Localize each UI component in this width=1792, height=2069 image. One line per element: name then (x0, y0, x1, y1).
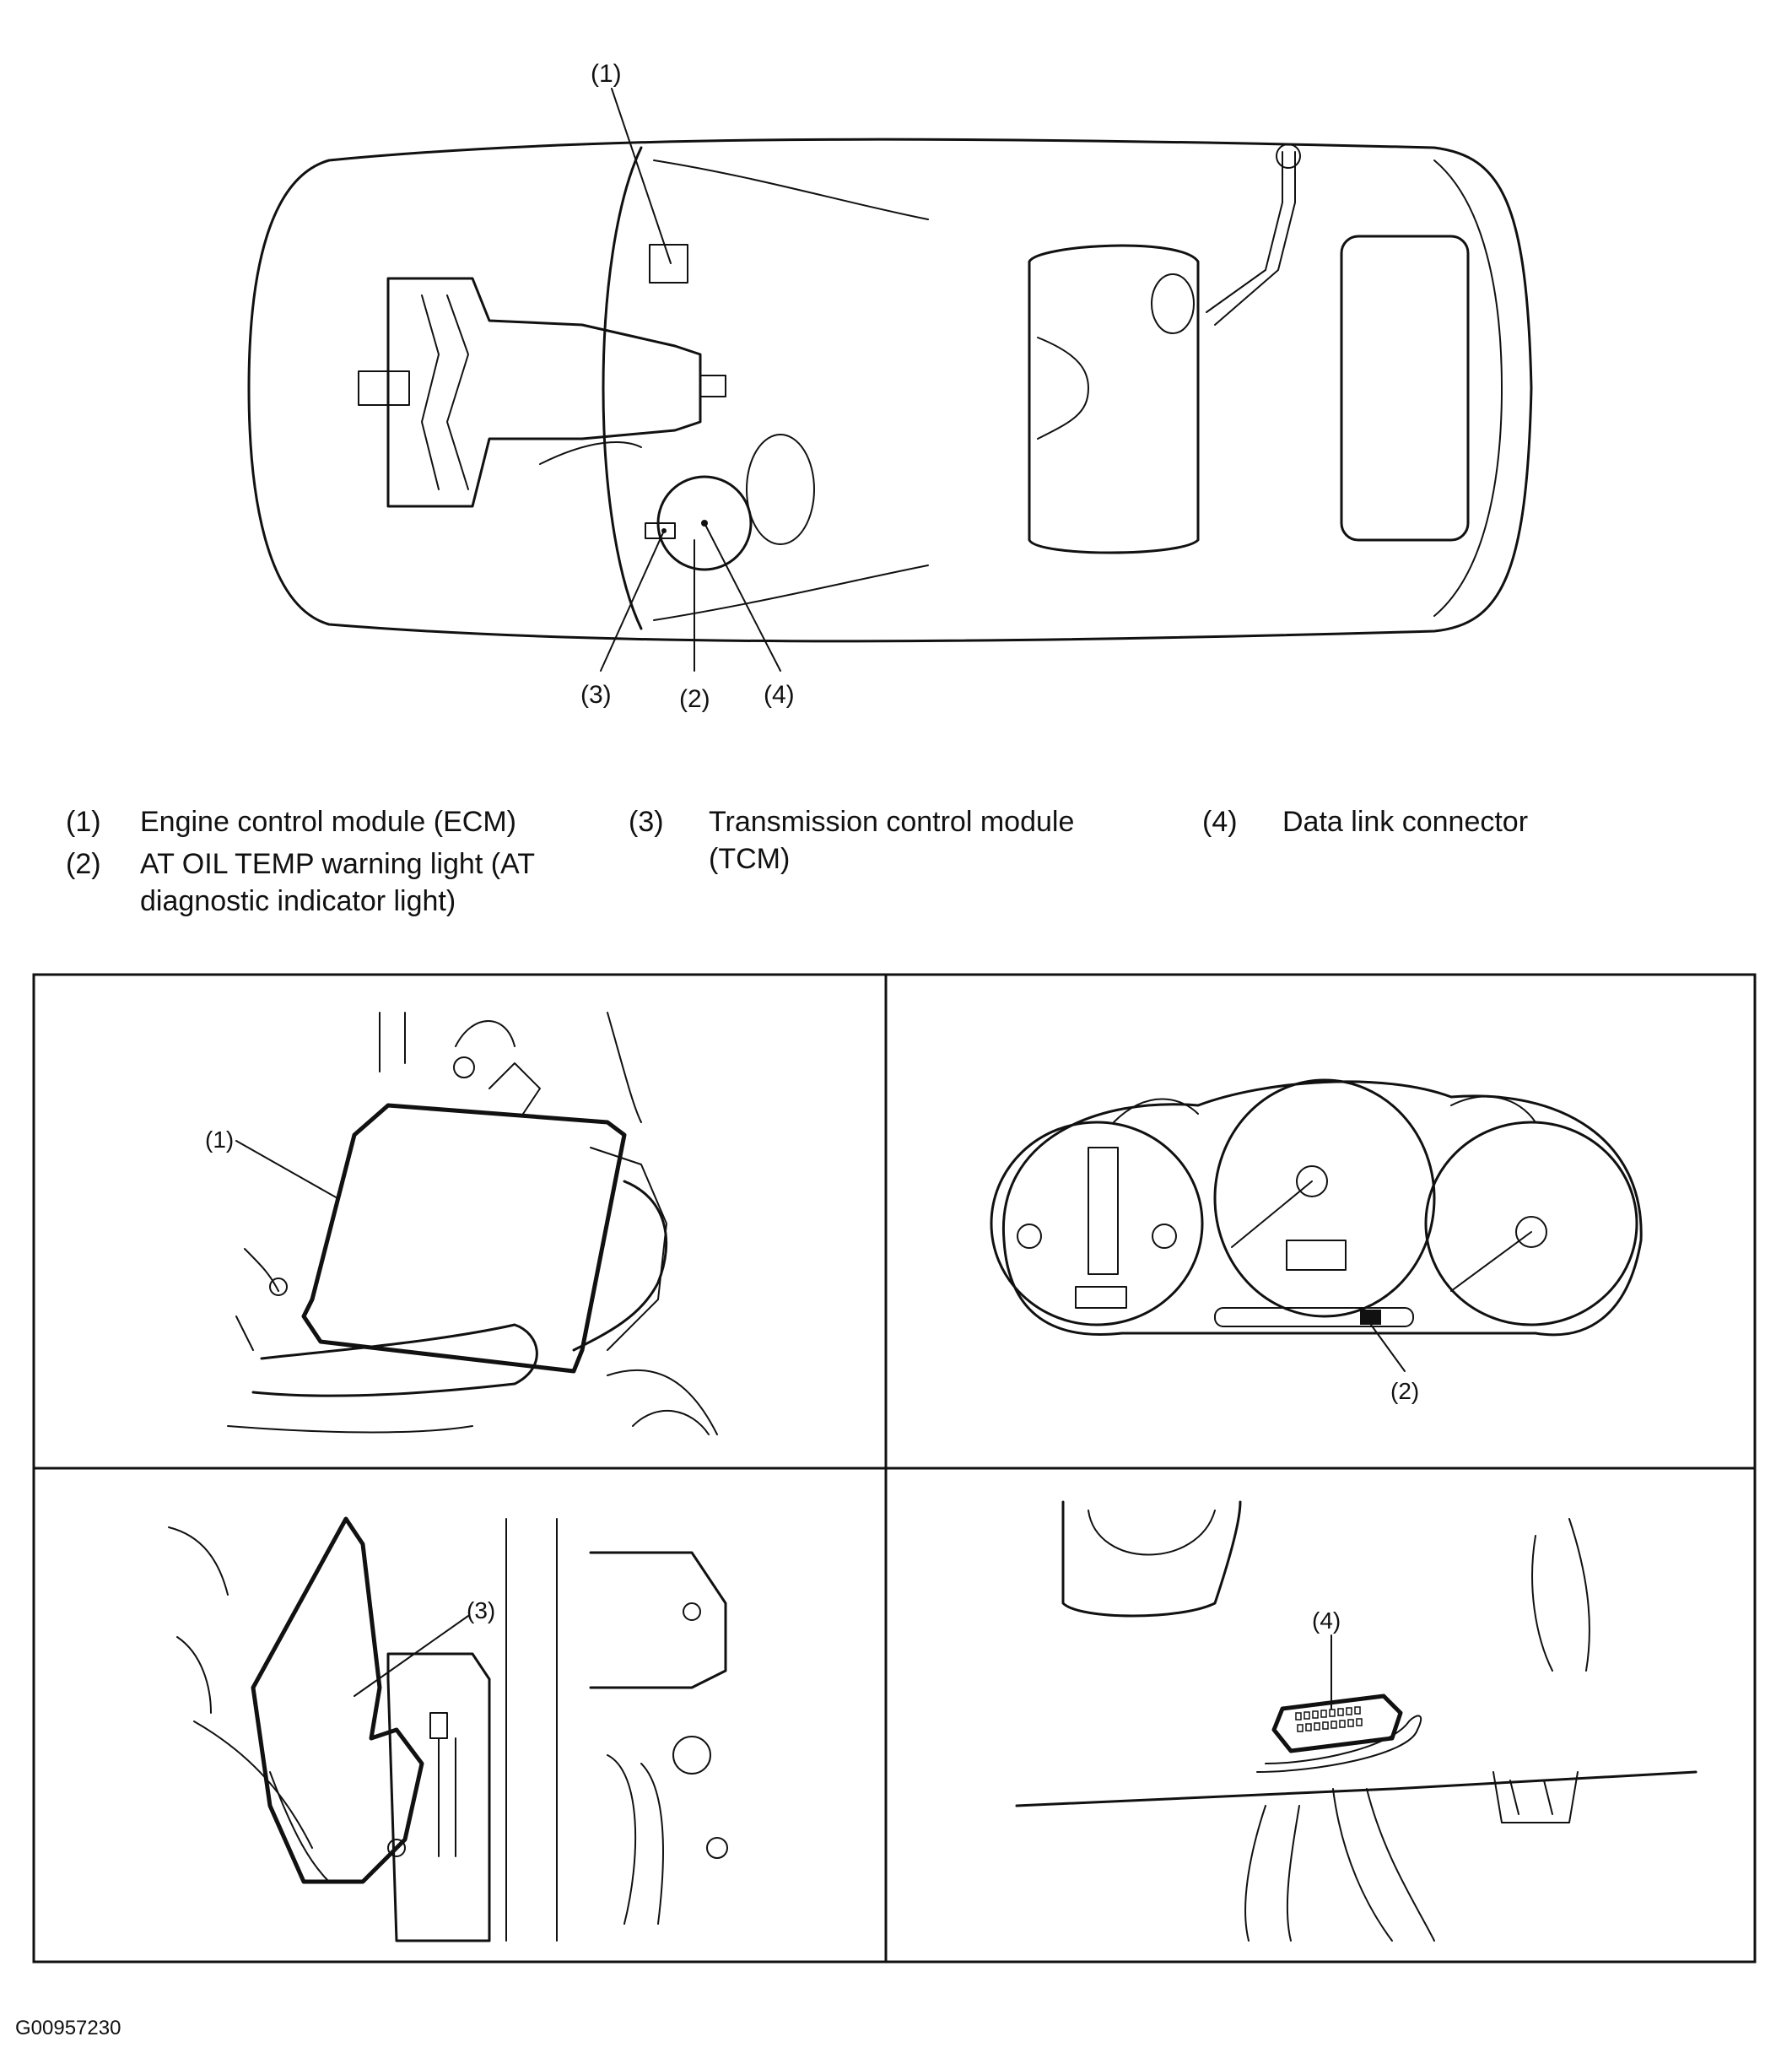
panel-instrument-cluster: (2) (990, 1078, 1643, 1404)
vehicle-top-view: (1) (3) (2) (4) (247, 60, 1533, 713)
legend-number: (1) (66, 806, 101, 838)
callout-3-tcm: (3) (467, 1597, 495, 1623)
at-oil-temp-warning-light (1360, 1310, 1381, 1325)
legend-text: (TCM) (709, 843, 791, 875)
legend-item-4: (4) Data link connector (1202, 803, 1708, 840)
legend-text: Data link connector (1282, 806, 1529, 838)
callout-2-cluster: (2) (1390, 1378, 1419, 1404)
legend-text: diagnostic indicator light) (140, 885, 456, 917)
tcm-unit (251, 1516, 424, 1884)
dlc-pins (1295, 1706, 1363, 1732)
leader-line-1 (611, 88, 672, 264)
callout-4: (4) (764, 681, 795, 709)
panel-tcm: (3) (168, 1516, 728, 1942)
legend-text: AT OIL TEMP warning light (AT (140, 848, 535, 880)
panel-data-link-connector: (4) (1015, 1500, 1698, 1942)
windshield-line (602, 146, 643, 630)
dash-underside (1015, 1770, 1698, 1807)
legend-item-2: (2) AT OIL TEMP warning light (AT (66, 845, 640, 883)
callout-2: (2) (679, 685, 710, 713)
callout-1-ecm: (1) (205, 1126, 234, 1153)
legend-item-2-cont: diagnostic indicator light) (66, 883, 640, 920)
fuel-tank-outline (1028, 244, 1200, 554)
callout-3: (3) (580, 681, 612, 709)
leader-line-3 (600, 530, 665, 672)
legend-item-1: (1) Engine control module (ECM) (66, 803, 640, 840)
rear-window (1340, 235, 1470, 542)
detail-panels: (1) (2) (3) (32, 973, 1757, 1964)
ecm-unit (301, 1103, 627, 1374)
leader-line-ecm (235, 1140, 338, 1199)
legend-number: (4) (1202, 806, 1238, 838)
center-gauge (1213, 1078, 1436, 1318)
car-body-outline (247, 138, 1533, 643)
panel-ecm: (1) (205, 1012, 718, 1435)
document-id: G00957230 (15, 2017, 121, 2039)
right-gauge (1424, 1121, 1638, 1326)
ecm-box-topview (649, 244, 688, 284)
cluster-housing (1001, 1080, 1643, 1337)
legend-number: (3) (629, 806, 664, 838)
callout-1: (1) (591, 60, 622, 88)
leader-line-4 (704, 522, 781, 672)
legend-text: Transmission control module (709, 806, 1075, 838)
legend-item-3: (3) Transmission control module (629, 803, 1177, 840)
left-gauge (990, 1121, 1204, 1326)
engine-assembly (386, 277, 702, 508)
legend-item-3-cont: (TCM) (629, 840, 1177, 878)
dlc-connector (1271, 1694, 1403, 1753)
callout-4-dlc: (4) (1312, 1607, 1341, 1634)
leader-line-warning-light (1370, 1324, 1406, 1372)
leader-line-tcm (354, 1615, 469, 1697)
legend-number: (2) (66, 848, 101, 880)
legend-text: Engine control module (ECM) (140, 806, 516, 838)
